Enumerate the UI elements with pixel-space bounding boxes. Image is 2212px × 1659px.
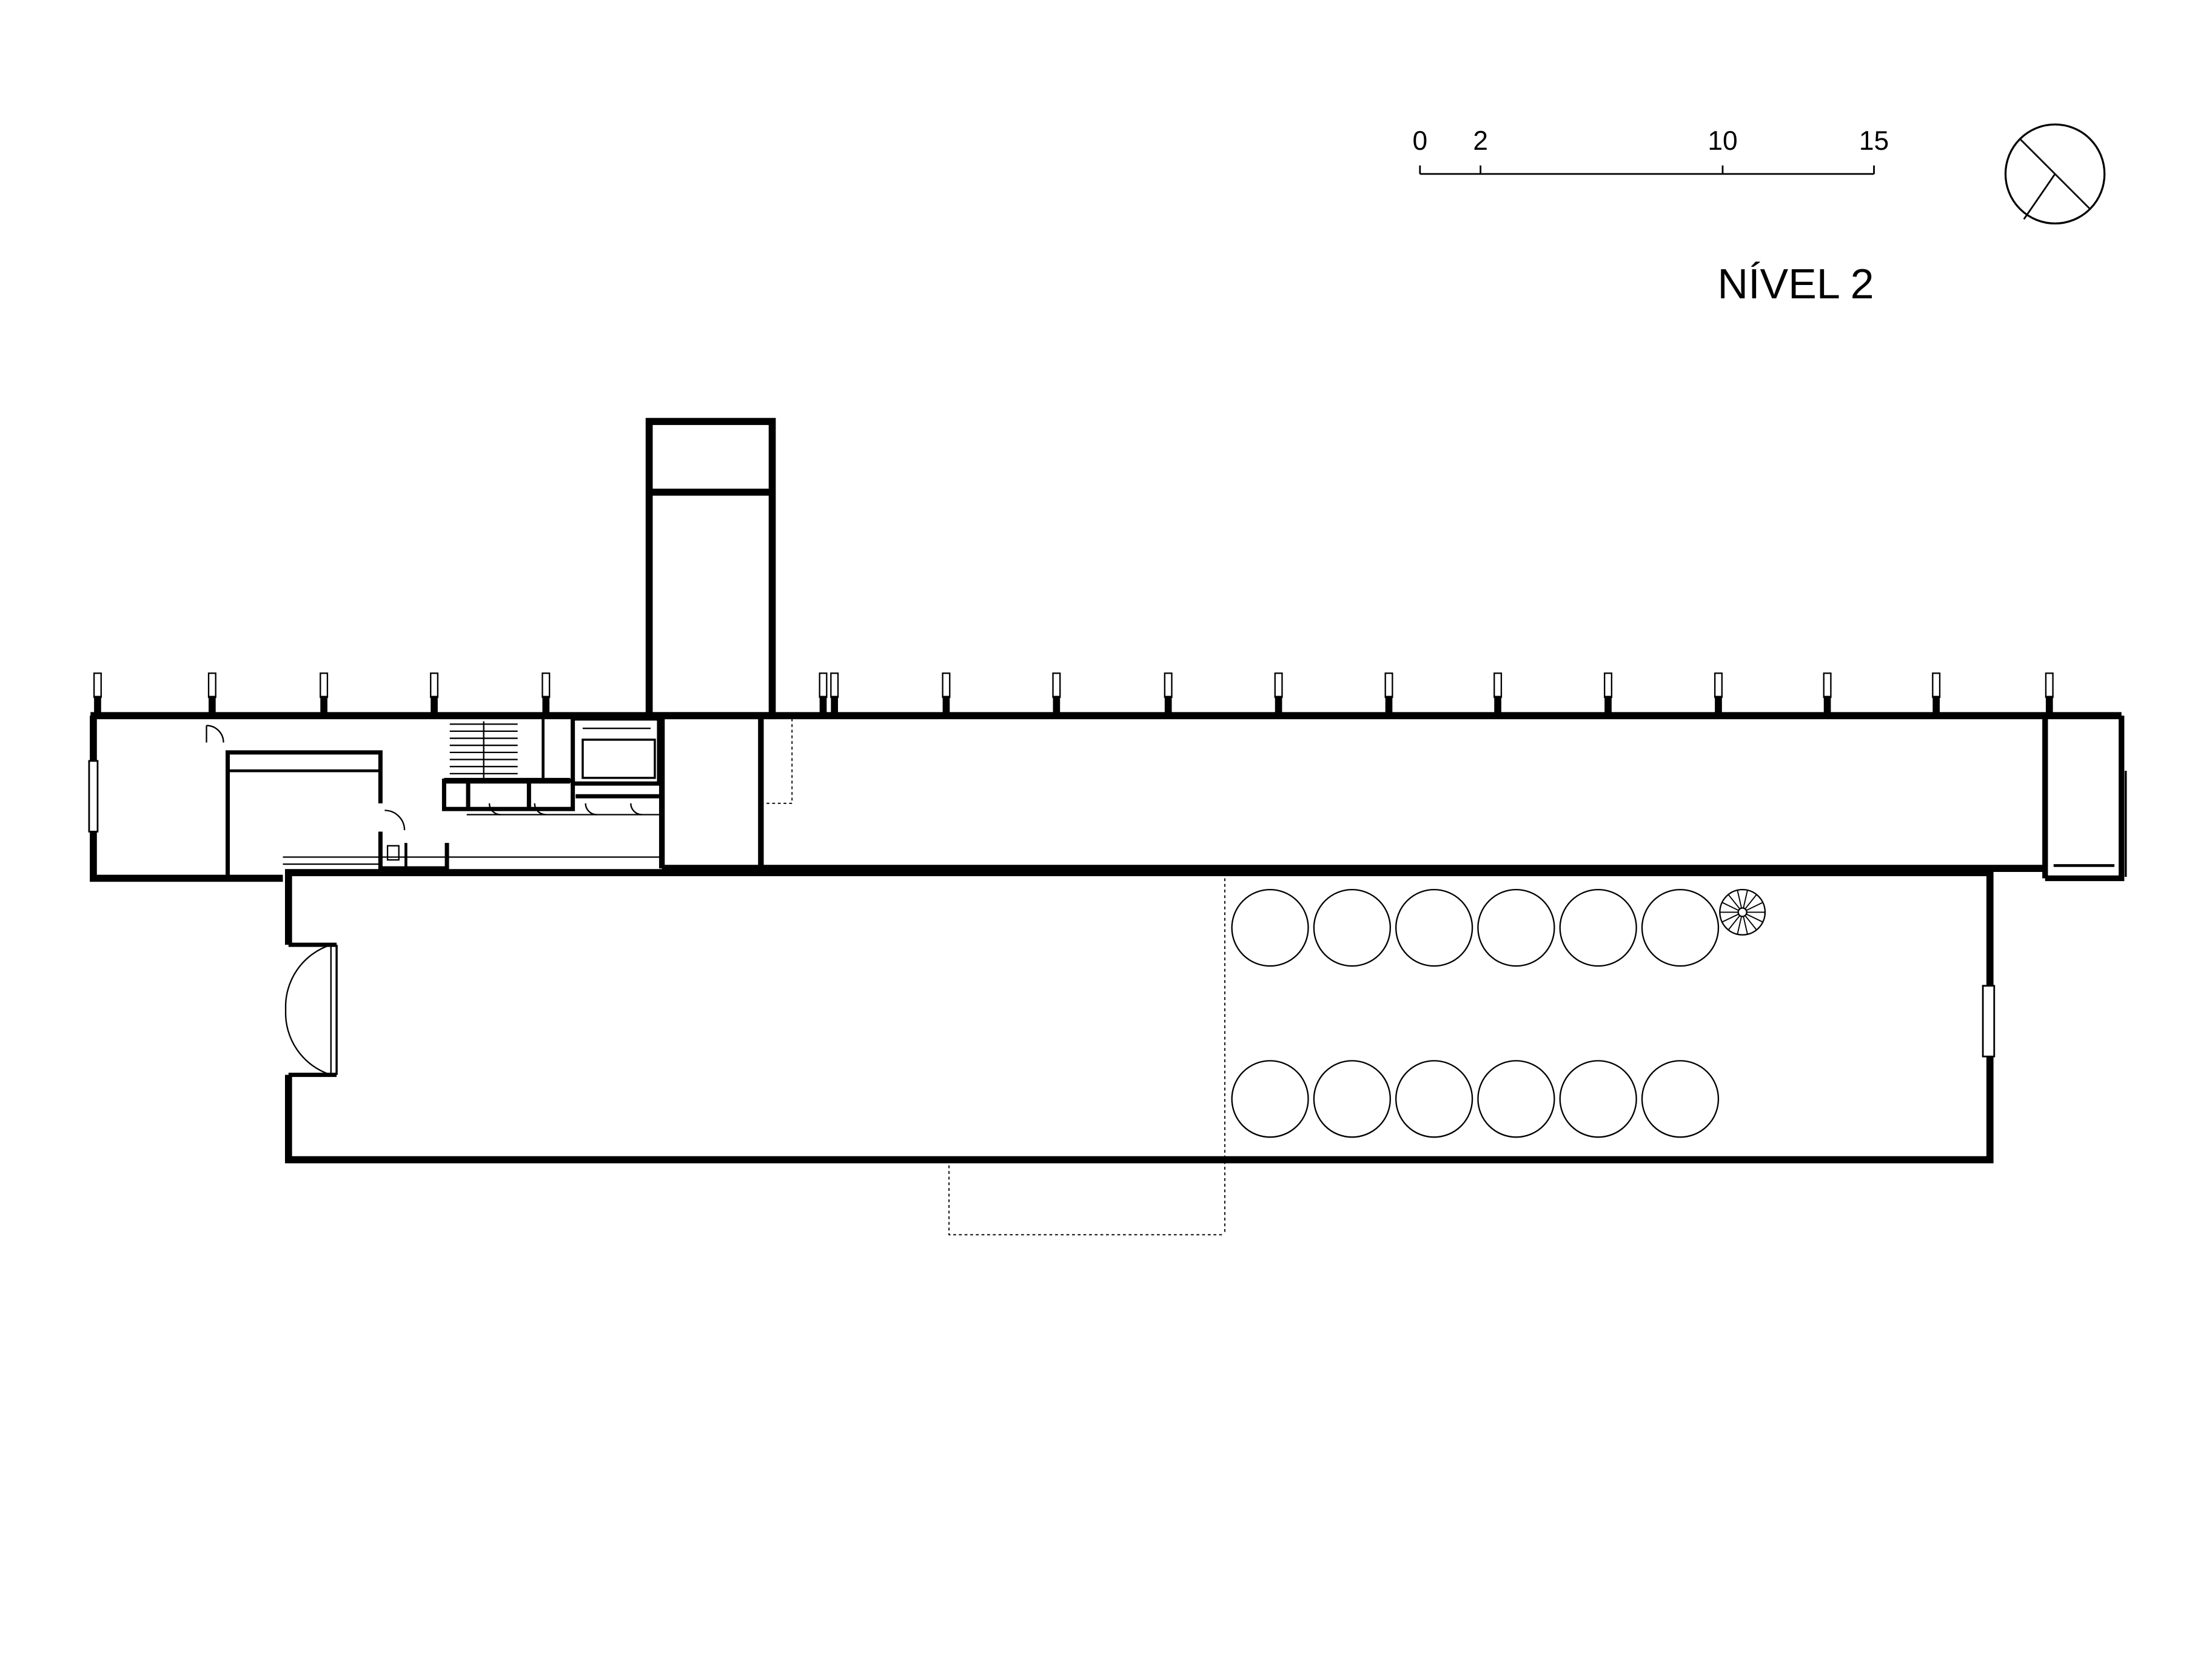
facade-fin <box>830 672 839 699</box>
spiral-tread <box>1728 894 1740 910</box>
spiral-tread <box>1737 890 1742 908</box>
tank-circle <box>1231 1060 1309 1138</box>
stair-core <box>441 716 662 816</box>
tank-array <box>1231 888 1720 1138</box>
east-window <box>1982 985 1996 1057</box>
spiral-tread <box>1743 916 1748 935</box>
spiral-core <box>1737 907 1748 917</box>
facade-fin-base <box>819 695 827 714</box>
facade-fin-base <box>1053 695 1061 714</box>
facade-fin-base <box>94 695 101 714</box>
facade-fin-base <box>431 695 438 714</box>
facade-fin <box>1384 672 1393 699</box>
facade-fin <box>93 672 102 699</box>
spiral-tread <box>1728 915 1740 931</box>
tank-circle <box>1395 1060 1473 1138</box>
scale-tick-label: 0 <box>1412 126 1427 156</box>
facade-fin-base <box>320 695 327 714</box>
facade-fin <box>541 672 551 699</box>
tank-circle <box>1641 888 1720 967</box>
facade-fins <box>93 672 2054 714</box>
spiral-tread <box>1721 913 1739 923</box>
level-title: NÍVEL 2 <box>1718 260 1874 307</box>
scale-bar: 0 2 10 15 <box>1412 126 1889 175</box>
facade-fin <box>1604 672 1613 699</box>
facade-fin-base <box>1494 695 1501 714</box>
facade-fin-base <box>2045 695 2053 714</box>
facade-fin <box>430 672 439 699</box>
facade-fin <box>1164 672 1173 699</box>
office-partition <box>226 750 383 879</box>
facade-fin <box>1823 672 1832 699</box>
north-tower <box>645 418 776 720</box>
facade-fin-base <box>1715 695 1722 714</box>
east-annex <box>2045 716 2125 882</box>
tank-circle <box>1313 888 1391 967</box>
facade-fin <box>1493 672 1503 699</box>
facade-fin <box>942 672 951 699</box>
facade-fin-base <box>1164 695 1172 714</box>
facade-fin <box>819 672 828 699</box>
building-walls <box>90 418 2125 1164</box>
door-swing <box>206 725 224 743</box>
scale-tick-label: 10 <box>1708 126 1737 156</box>
facade-fin-base <box>1385 695 1393 714</box>
facade-fin <box>1052 672 1061 699</box>
tank-circle <box>1395 888 1473 967</box>
spiral-tread <box>1744 894 1757 910</box>
facade-fin-base <box>542 695 550 714</box>
tank-circle <box>1313 1060 1391 1138</box>
facade-fin-base <box>1823 695 1831 714</box>
facade-fin-base <box>209 695 216 714</box>
tank-circle <box>1477 1060 1555 1138</box>
wc-fixture <box>386 845 400 861</box>
west-window <box>88 760 99 833</box>
facade-fin <box>207 672 216 699</box>
facade-fin-base <box>1932 695 1940 714</box>
elevator-car <box>581 739 656 779</box>
tank-circle <box>1641 1060 1720 1138</box>
facade-fin-base <box>942 695 950 714</box>
scale-tick-label: 2 <box>1473 126 1488 156</box>
wc-walls <box>378 831 449 871</box>
facade-fin-base <box>831 695 838 714</box>
stair-treads <box>449 721 518 778</box>
scale-tick-label: 15 <box>1859 126 1889 156</box>
west-double-door <box>284 942 338 1078</box>
facade-fin <box>1932 672 1941 699</box>
tank-circle <box>1559 1060 1637 1138</box>
facade-fin <box>1714 672 1723 699</box>
tank-circle <box>1559 888 1637 967</box>
elevator-shaft <box>571 716 662 786</box>
spiral-tread <box>1744 915 1757 931</box>
facade-fin <box>320 672 329 699</box>
spiral-tread <box>1746 902 1763 911</box>
spiral-tread <box>1737 916 1742 935</box>
facade-fin <box>1274 672 1283 699</box>
spiral-tread <box>1743 890 1748 908</box>
projection-lines <box>765 718 1225 1236</box>
facade-fin <box>2045 672 2054 699</box>
facade-fin-base <box>1275 695 1282 714</box>
wc-door-swing <box>384 809 406 831</box>
stair-box <box>441 779 575 811</box>
west-rooms <box>88 725 662 879</box>
upper-wing-west-wall-lower <box>90 831 283 882</box>
scale-ticks: 0 2 10 15 <box>1412 126 1889 174</box>
tank-circle <box>1231 888 1309 967</box>
facade-fin-base <box>1604 695 1612 714</box>
spiral-stair-icon <box>1719 888 1766 936</box>
spiral-tread <box>1746 913 1763 923</box>
north-arrow-icon <box>2004 123 2106 225</box>
tank-circle <box>1477 888 1555 967</box>
spiral-tread <box>1721 902 1739 911</box>
